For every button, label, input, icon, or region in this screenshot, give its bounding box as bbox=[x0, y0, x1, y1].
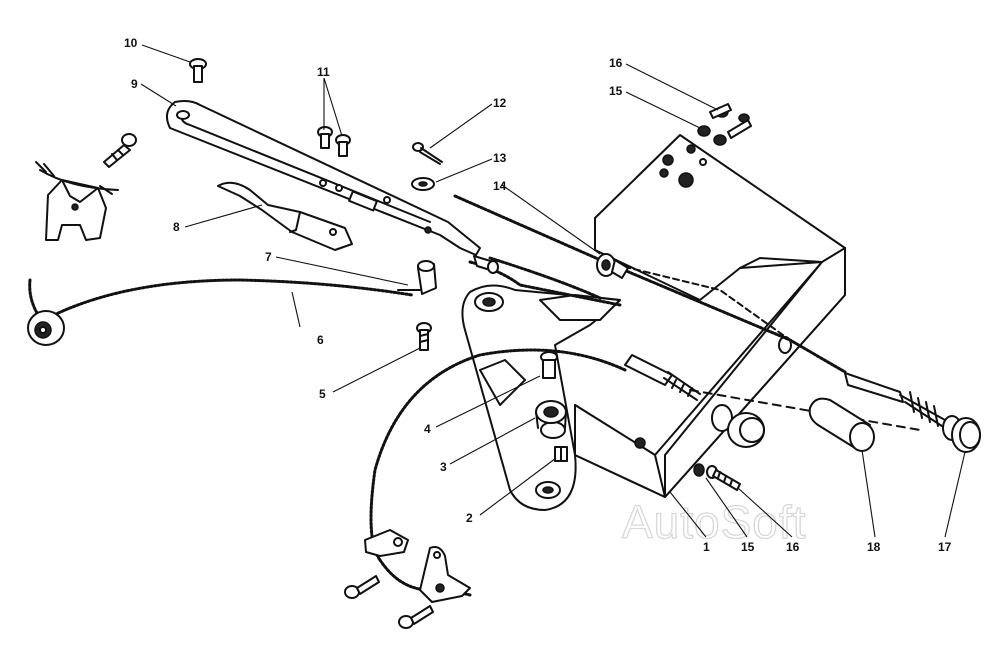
callout-1: 1 bbox=[703, 540, 710, 554]
conduit-nut-part-14 bbox=[596, 253, 629, 279]
cable-clamp-lower bbox=[364, 529, 471, 603]
pivot-plate bbox=[461, 284, 621, 511]
washer-screw-upper bbox=[697, 103, 752, 146]
cotter-pin-part-12 bbox=[412, 142, 443, 165]
callout-labels: 10 9 11 12 13 14 8 7 6 5 4 3 2 1 15 16 1… bbox=[124, 36, 952, 554]
callout-13: 13 bbox=[493, 151, 507, 165]
rivet-part-10 bbox=[189, 58, 207, 83]
threaded-cable-end bbox=[624, 354, 701, 401]
bolt-left bbox=[103, 133, 137, 168]
rivets-part-11 bbox=[317, 126, 351, 157]
pin-part-4 bbox=[540, 351, 558, 379]
washer-screw-lower bbox=[693, 463, 741, 491]
lever-part-9 bbox=[165, 100, 481, 256]
screw-part-5 bbox=[416, 322, 432, 351]
callout-11: 11 bbox=[317, 65, 330, 79]
callout-4: 4 bbox=[424, 422, 431, 436]
callout-3: 3 bbox=[440, 460, 447, 474]
callout-2: 2 bbox=[466, 511, 473, 525]
callout-6: 6 bbox=[317, 333, 324, 347]
main-bracket bbox=[574, 134, 846, 498]
callout-16-upper: 16 bbox=[609, 56, 623, 70]
cable-end-left bbox=[27, 310, 65, 346]
knob-bracket bbox=[711, 404, 765, 448]
knob-part-17 bbox=[844, 372, 981, 453]
screw-lower-a bbox=[344, 575, 380, 599]
callout-14: 14 bbox=[493, 179, 507, 193]
callout-7: 7 bbox=[265, 250, 272, 264]
cable-assemblies bbox=[28, 194, 921, 597]
knob-part-18 bbox=[808, 397, 875, 452]
latch-part-8 bbox=[217, 181, 353, 251]
lever-cable-end bbox=[473, 255, 499, 274]
callout-10: 10 bbox=[124, 36, 138, 50]
callout-18: 18 bbox=[867, 540, 881, 554]
callout-16-lower: 16 bbox=[786, 540, 800, 554]
stud-part-2 bbox=[554, 446, 568, 462]
screw-lower-b bbox=[398, 605, 434, 629]
leader-lines bbox=[140, 44, 966, 538]
callout-17: 17 bbox=[938, 540, 952, 554]
callout-8: 8 bbox=[173, 220, 180, 234]
callout-12: 12 bbox=[493, 96, 507, 110]
callout-15-lower: 15 bbox=[741, 540, 755, 554]
pulley-part-3 bbox=[535, 400, 567, 439]
watermark-logo: AutoSoft bbox=[622, 496, 806, 548]
clip-bracket-left bbox=[35, 161, 119, 241]
washer-part-13 bbox=[411, 177, 435, 191]
callout-9: 9 bbox=[131, 77, 138, 91]
clip-part-7 bbox=[397, 260, 437, 295]
callout-15-upper: 15 bbox=[609, 84, 623, 98]
callout-5: 5 bbox=[319, 387, 326, 401]
